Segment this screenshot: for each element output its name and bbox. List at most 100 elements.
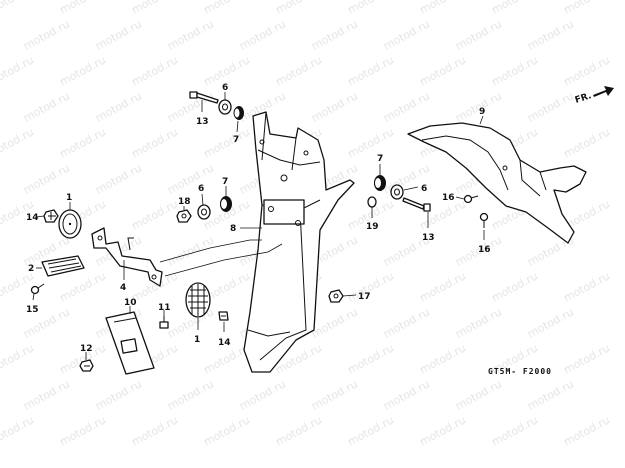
watermark-text: motod.ru bbox=[165, 377, 216, 412]
watermark-text: motod.ru bbox=[0, 413, 36, 448]
callout-19: 19 bbox=[366, 222, 379, 232]
watermark-text: motod.ru bbox=[309, 305, 360, 340]
watermark-text: motod.ru bbox=[21, 377, 72, 412]
callout-1-reflector: 1 bbox=[66, 193, 72, 203]
watermark-text: motod.ru bbox=[561, 413, 612, 448]
screw-14-bottom-part bbox=[218, 311, 229, 321]
watermark-text: motod.ru bbox=[0, 125, 36, 160]
watermark-text: motod.ru bbox=[345, 341, 396, 376]
callout-10: 10 bbox=[124, 298, 137, 308]
watermark-text: motod.ru bbox=[489, 269, 540, 304]
watermark-text: motod.ru bbox=[489, 53, 540, 88]
watermark-text: motod.ru bbox=[453, 377, 504, 412]
watermark-text: motod.ru bbox=[57, 53, 108, 88]
watermark-text: motod.ru bbox=[417, 341, 468, 376]
nut-17-part bbox=[328, 289, 344, 303]
screw-16-lower-part bbox=[479, 212, 489, 228]
callout-6-right: 6 bbox=[421, 184, 427, 194]
watermark-text: motod.ru bbox=[201, 413, 252, 448]
watermark-text: motod.ru bbox=[129, 125, 180, 160]
watermark-text: motod.ru bbox=[561, 53, 612, 88]
collar-top-part bbox=[218, 99, 232, 115]
watermark-text: motod.ru bbox=[165, 161, 216, 196]
callout-16-lower: 16 bbox=[478, 245, 491, 255]
callout-6-top: 6 bbox=[222, 83, 228, 93]
callout-8: 8 bbox=[230, 224, 236, 234]
rear-fender-part bbox=[243, 111, 355, 373]
callout-7-top: 7 bbox=[233, 135, 239, 145]
watermark-text: motod.ru bbox=[93, 17, 144, 52]
callout-14-left: 14 bbox=[26, 213, 39, 223]
watermark-text: motod.ru bbox=[381, 377, 432, 412]
watermark-text: motod.ru bbox=[0, 269, 36, 304]
callout-13-top: 13 bbox=[196, 117, 209, 127]
callout-4: 4 bbox=[120, 283, 126, 293]
washer-19-part bbox=[367, 196, 377, 208]
callout-15: 15 bbox=[26, 305, 39, 315]
collar-mid-part bbox=[197, 204, 211, 220]
watermark-text: motod.ru bbox=[381, 305, 432, 340]
watermark-text: motod.ru bbox=[417, 53, 468, 88]
callout-9: 9 bbox=[479, 107, 485, 117]
grommet-right-part bbox=[374, 175, 386, 191]
watermark-text: motod.ru bbox=[93, 161, 144, 196]
watermark-text: motod.ru bbox=[129, 0, 180, 17]
watermark-text: motod.ru bbox=[561, 125, 612, 160]
callout-11: 11 bbox=[158, 303, 171, 313]
watermark-text: motod.ru bbox=[525, 17, 576, 52]
watermark-text: motod.ru bbox=[237, 17, 288, 52]
watermark-text: motod.ru bbox=[345, 269, 396, 304]
callout-6-mid: 6 bbox=[198, 184, 204, 194]
screw-12-part bbox=[79, 359, 94, 372]
watermark-text: motod.ru bbox=[489, 0, 540, 17]
watermark-text: motod.ru bbox=[57, 125, 108, 160]
watermark-text: motod.ru bbox=[21, 89, 72, 124]
watermark-text: motod.ru bbox=[345, 125, 396, 160]
watermark-text: motod.ru bbox=[417, 269, 468, 304]
screw-11-part bbox=[159, 316, 169, 329]
front-direction-indicator: FR. bbox=[574, 86, 614, 106]
watermark-text: motod.ru bbox=[345, 0, 396, 17]
watermark-text: motod.ru bbox=[165, 17, 216, 52]
watermark-text: motod.ru bbox=[57, 269, 108, 304]
watermark-text: motod.ru bbox=[309, 89, 360, 124]
watermark-text: motod.ru bbox=[237, 377, 288, 412]
watermark-text: motod.ru bbox=[309, 377, 360, 412]
side-reflector-part bbox=[41, 255, 85, 277]
watermark-text: motod.ru bbox=[93, 89, 144, 124]
reflector-bracket-part bbox=[91, 227, 163, 287]
screw-16-upper-part bbox=[463, 194, 479, 204]
callout-14-bottom: 14 bbox=[218, 338, 231, 348]
watermark-text: motod.ru bbox=[345, 413, 396, 448]
bolt-right-part bbox=[402, 197, 431, 212]
license-light-lens-part bbox=[185, 282, 211, 318]
watermark-text: motod.ru bbox=[93, 377, 144, 412]
watermark-text: motod.ru bbox=[417, 413, 468, 448]
watermark-text: motod.ru bbox=[561, 0, 612, 17]
license-plate-base-part bbox=[105, 311, 155, 375]
watermark-text: motod.ru bbox=[525, 89, 576, 124]
watermark-text: motod.ru bbox=[453, 17, 504, 52]
callout-7-right: 7 bbox=[377, 154, 383, 164]
leader-lines bbox=[32, 92, 485, 360]
watermark-text: motod.ru bbox=[57, 0, 108, 17]
watermark-text: motod.ru bbox=[453, 305, 504, 340]
callout-labels: 1 1 2 4 6 6 6 7 7 7 8 9 10 11 12 13 13 1… bbox=[26, 83, 491, 354]
license-bracket-mount bbox=[263, 199, 305, 225]
callout-18: 18 bbox=[178, 197, 191, 207]
watermark-text: motod.ru bbox=[0, 0, 36, 17]
watermark-text: motod.ru bbox=[129, 53, 180, 88]
watermark-text: motod.ru bbox=[381, 17, 432, 52]
watermark-text: motod.ru bbox=[309, 17, 360, 52]
bolt-top-part bbox=[189, 91, 219, 104]
callout-2: 2 bbox=[28, 264, 34, 274]
watermark-text: motod.ru bbox=[417, 0, 468, 17]
watermark-text: motod.ru bbox=[201, 0, 252, 17]
watermark-text: motod.ru bbox=[489, 413, 540, 448]
watermark-text: motod.ru bbox=[0, 53, 36, 88]
diagram-code: GT5M- F2000 bbox=[488, 367, 552, 376]
watermark-text: motod.ru bbox=[165, 233, 216, 268]
watermark-text: motod.ru bbox=[273, 413, 324, 448]
callout-12: 12 bbox=[80, 344, 93, 354]
